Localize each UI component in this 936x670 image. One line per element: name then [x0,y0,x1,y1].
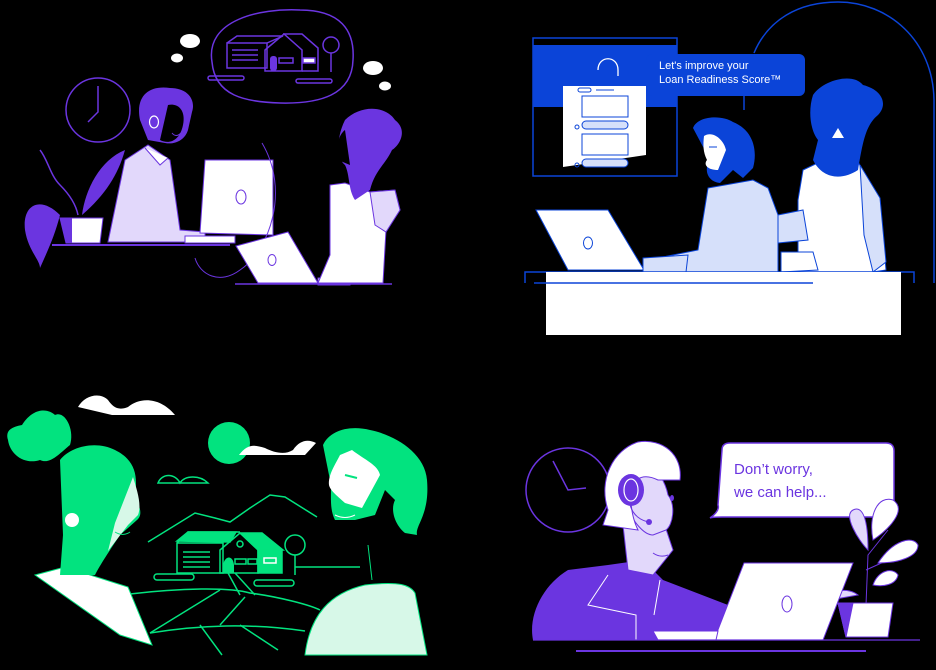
house-icon [153,531,360,587]
support-woman [532,440,728,640]
clock-icon [525,447,611,533]
chat-card [563,86,646,168]
thought-bubble [171,9,391,104]
cloud-icon [78,395,175,415]
arch-window [753,1,935,283]
illustration-support-help: Don’t worry, we can help... [468,335,936,670]
woman-facing-right [7,410,153,646]
agents-scene [24,9,402,286]
man-agent [107,87,206,243]
loan-speech-bubble [646,54,805,96]
plant-icon [829,498,919,638]
clock-icon [65,77,131,143]
plant-icon [24,149,125,268]
illustration-loan-readiness: Let's improve your Loan Readiness Score™ [468,0,936,335]
laptop-icon [535,209,819,273]
desk [524,271,915,335]
house-icon [207,33,340,84]
bush-icon [156,474,210,485]
help-line-1: Don’t worry, [734,461,813,478]
loan-speech-text: Let's improve your Loan Readiness Score™ [659,59,781,87]
illustration-agents-thinking-home [0,0,468,335]
monitor-icon [184,159,274,244]
loan-line-2: Loan Readiness Score™ [659,74,782,86]
bearded-man-facing-left [304,428,428,656]
woman-on-phone [317,108,402,284]
help-speech-text: Don’t worry, we can help... [734,458,827,504]
advisor-woman [777,78,887,276]
cloud-icon [239,440,316,455]
bearded-man [647,117,779,276]
sun-icon [208,422,250,464]
loan-scene [524,1,935,335]
illustration-couple-home [0,335,468,670]
couple-scene [7,395,428,656]
help-scene [525,440,920,652]
loan-line-1: Let's improve your [659,60,749,72]
help-line-2: we can help... [734,484,827,501]
